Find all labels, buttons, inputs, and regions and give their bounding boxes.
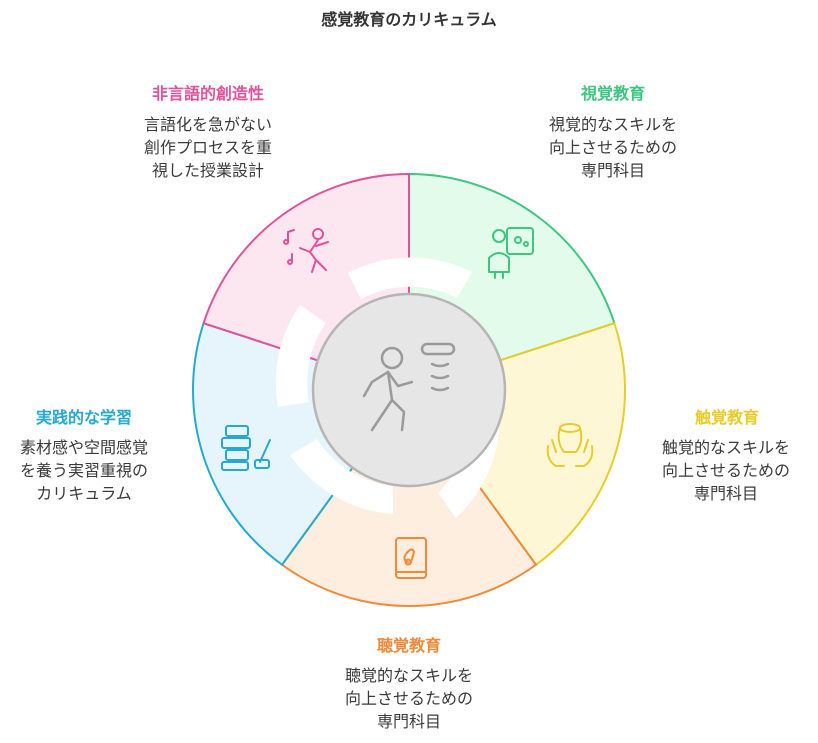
hands-vase-icon	[546, 423, 594, 467]
nonverbal-heading: 非言語的創造性	[151, 84, 264, 103]
tactile-desc-line-2: 向上させるための	[661, 461, 790, 480]
artist-palette-icon	[488, 227, 534, 279]
music-book-icon	[395, 537, 427, 579]
visual-description: 視覚的なスキルを 向上させるための 専門科目	[520, 113, 706, 182]
running-person-icon	[362, 342, 456, 432]
practical-description: 素材感や空間感覚 を養う実習重視の カリキュラム	[0, 436, 168, 505]
center-circle	[311, 292, 507, 488]
nonverbal-description: 言語化を急がない 創作プロセスを重 視した授業設計	[114, 113, 302, 182]
auditory-desc-line-3: 専門科目	[376, 712, 441, 731]
practical-desc-line-3: カリキュラム	[36, 484, 132, 503]
inner-arc-auditory	[290, 439, 393, 514]
auditory-heading: 聴覚教育	[376, 636, 441, 655]
tactile-desc-line-3: 専門科目	[693, 484, 758, 503]
practical-heading: 実践的な学習	[35, 408, 132, 427]
tactile-desc-line-1: 触覚的なスキルを	[661, 438, 790, 457]
practical-desc-line-2: を養う実習重視の	[19, 461, 148, 480]
inner-arc-practical	[275, 305, 326, 407]
nonverbal-desc-line-1: 言語化を急がない	[143, 115, 272, 134]
visual-desc-line-3: 専門科目	[580, 161, 645, 180]
building-blocks-icon	[221, 425, 271, 471]
nonverbal-desc-line-2: 創作プロセスを重	[143, 138, 272, 157]
visual-desc-line-2: 向上させるための	[548, 138, 677, 157]
tactile-description: 触覚的なスキルを 向上させるための 専門科目	[634, 436, 818, 505]
tactile-heading: 触覚教育	[694, 408, 759, 427]
auditory-desc-line-1: 聴覚的なスキルを	[344, 666, 473, 685]
visual-desc-line-1: 視覚的なスキルを	[548, 115, 677, 134]
auditory-desc-line-2: 向上させるための	[344, 689, 473, 708]
inner-arc-visual	[348, 257, 472, 299]
auditory-description: 聴覚的なスキルを 向上させるための 専門科目	[316, 664, 502, 733]
dancing-music-icon	[283, 228, 329, 273]
visual-heading: 視覚教育	[580, 84, 645, 103]
nonverbal-desc-line-3: 視した授業設計	[151, 161, 264, 180]
practical-desc-line-1: 素材感や空間感覚	[19, 438, 148, 457]
diagram-title: 感覚教育のカリキュラム	[321, 10, 497, 29]
